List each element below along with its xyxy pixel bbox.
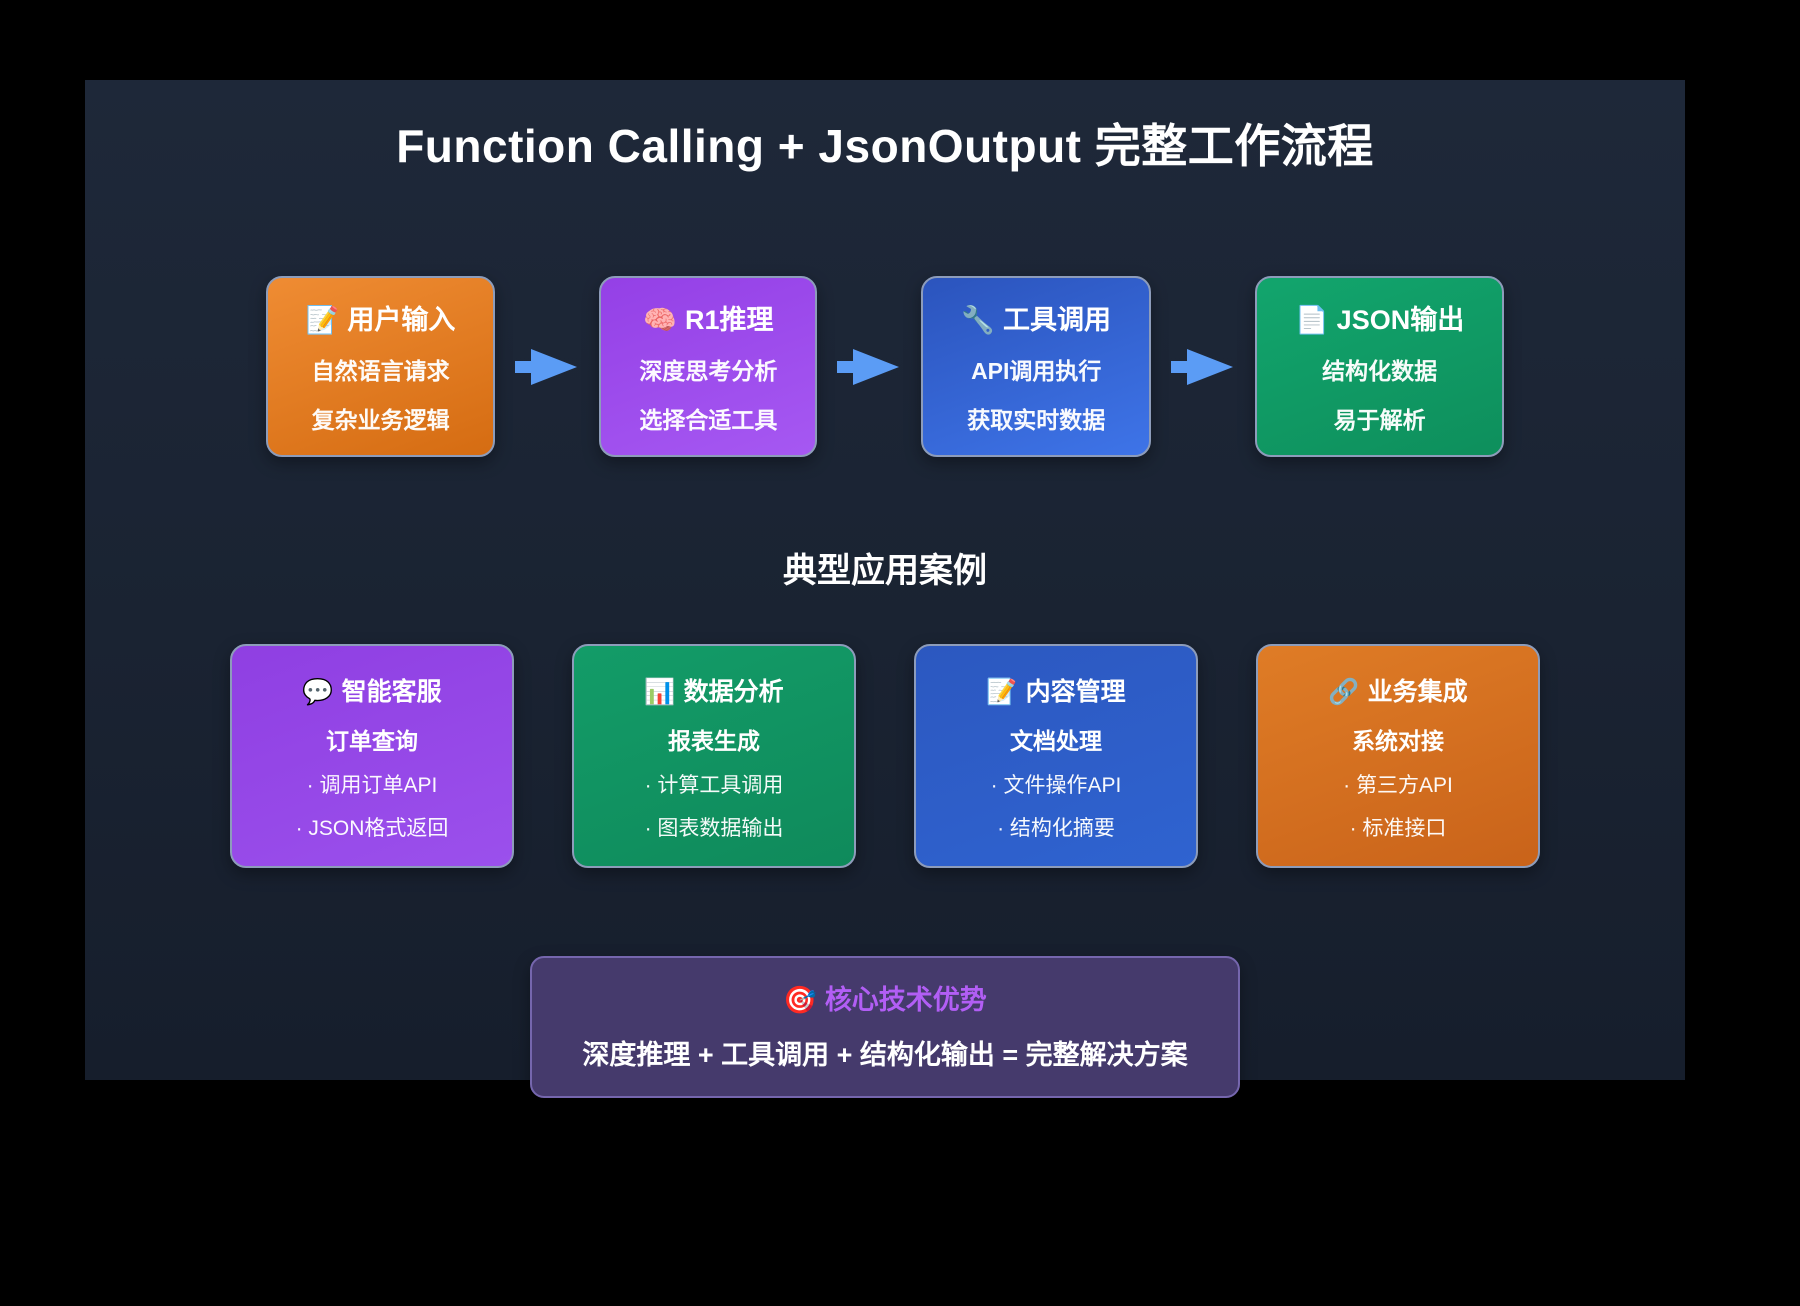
speech-balloon-icon: 💬 — [302, 678, 334, 706]
link-icon: 🔗 — [1328, 678, 1360, 706]
case-bullet: 结构化摘要 — [930, 812, 1182, 842]
case-bullet: 标准接口 — [1272, 812, 1524, 842]
memo-icon: 📝 — [305, 305, 340, 335]
case-bullet: JSON格式返回 — [246, 812, 498, 842]
case-bullet: 文件操作API — [930, 769, 1182, 799]
case-subtitle: 报表生成 — [668, 728, 760, 754]
flow-arrow-icon — [515, 348, 578, 385]
memo-icon: 📝 — [986, 678, 1018, 706]
flow-step-title: 🔧工具调用 — [961, 298, 1111, 337]
flow-arrow-icon — [1171, 348, 1234, 385]
case-card-business-integration: 🔗业务集成 系统对接 第三方API 标准接口 — [1256, 644, 1540, 868]
workflow-panel: Function Calling + JsonOutput 完整工作流程 📝用户… — [85, 80, 1685, 1098]
case-title-text: 智能客服 — [341, 678, 442, 706]
flow-step-user-input: 📝用户输入 自然语言请求 复杂业务逻辑 — [265, 276, 496, 457]
advantage-title-text: 核心技术优势 — [824, 985, 987, 1015]
case-title-text: 内容管理 — [1025, 678, 1126, 706]
case-title: 📝内容管理 — [930, 672, 1182, 708]
flow-step-title-text: JSON输出 — [1336, 305, 1465, 335]
case-card-customer-service: 💬智能客服 订单查询 调用订单API JSON格式返回 — [230, 644, 514, 868]
bar-chart-icon: 📊 — [644, 678, 676, 706]
case-title: 💬智能客服 — [246, 672, 498, 708]
advantage-title: 🎯核心技术优势 — [582, 978, 1187, 1017]
flow-step-line: API调用执行 — [971, 358, 1102, 384]
flow-step-line: 易于解析 — [1333, 407, 1426, 433]
flow-step-r1-reasoning: 🧠R1推理 深度思考分析 选择合适工具 — [599, 276, 818, 457]
flow-step-title: 📝用户输入 — [306, 298, 456, 337]
flow-step-line: 深度思考分析 — [639, 358, 778, 384]
case-title: 📊数据分析 — [588, 672, 840, 708]
case-title: 🔗业务集成 — [1272, 672, 1524, 708]
case-bullet: 计算工具调用 — [588, 769, 840, 799]
page-icon: 📄 — [1295, 305, 1329, 335]
flow-step-json-output: 📄JSON输出 结构化数据 易于解析 — [1255, 276, 1505, 457]
use-cases-row: 💬智能客服 订单查询 调用订单API JSON格式返回 📊数据分析 报表生成 计… — [85, 644, 1685, 868]
advantage-box: 🎯核心技术优势 深度推理 + 工具调用 + 结构化输出 = 完整解决方案 — [530, 956, 1240, 1098]
wrench-icon: 🔧 — [961, 305, 996, 335]
case-subtitle: 订单查询 — [326, 728, 418, 754]
flow-step-title-text: 工具调用 — [1003, 305, 1112, 335]
brain-icon: 🧠 — [643, 305, 677, 335]
target-icon: 🎯 — [783, 985, 817, 1015]
flow-step-tool-call: 🔧工具调用 API调用执行 获取实时数据 — [921, 276, 1152, 457]
flow-step-line: 自然语言请求 — [311, 358, 450, 384]
flow-step-line: 获取实时数据 — [967, 407, 1106, 433]
case-bullet: 第三方API — [1272, 769, 1524, 799]
advantage-row: 🎯核心技术优势 深度推理 + 工具调用 + 结构化输出 = 完整解决方案 — [85, 956, 1685, 1098]
flow-step-title: 📄JSON输出 — [1295, 298, 1464, 337]
case-title-text: 数据分析 — [683, 678, 784, 706]
flow-step-line: 选择合适工具 — [639, 407, 778, 433]
case-card-data-analysis: 📊数据分析 报表生成 计算工具调用 图表数据输出 — [572, 644, 856, 868]
advantage-formula: 深度推理 + 工具调用 + 结构化输出 = 完整解决方案 — [582, 1040, 1188, 1070]
section-title: 典型应用案例 — [783, 552, 987, 590]
workflow-flow-row: 📝用户输入 自然语言请求 复杂业务逻辑 🧠R1推理 深度思考分析 选择合适工具 … — [85, 276, 1685, 457]
case-subtitle: 文档处理 — [1010, 728, 1102, 754]
case-bullet: 调用订单API — [246, 769, 498, 799]
flow-arrow-icon — [837, 348, 900, 385]
case-bullet: 图表数据输出 — [588, 812, 840, 842]
flow-step-line: 复杂业务逻辑 — [311, 407, 450, 433]
flow-step-line: 结构化数据 — [1322, 358, 1438, 384]
case-subtitle: 系统对接 — [1352, 728, 1444, 754]
flow-step-title-text: R1推理 — [684, 305, 774, 335]
case-title-text: 业务集成 — [1367, 678, 1468, 706]
flow-step-title-text: 用户输入 — [347, 305, 456, 335]
page-title: Function Calling + JsonOutput 完整工作流程 — [396, 120, 1374, 172]
case-card-content-management: 📝内容管理 文档处理 文件操作API 结构化摘要 — [914, 644, 1198, 868]
flow-step-title: 🧠R1推理 — [639, 298, 777, 337]
